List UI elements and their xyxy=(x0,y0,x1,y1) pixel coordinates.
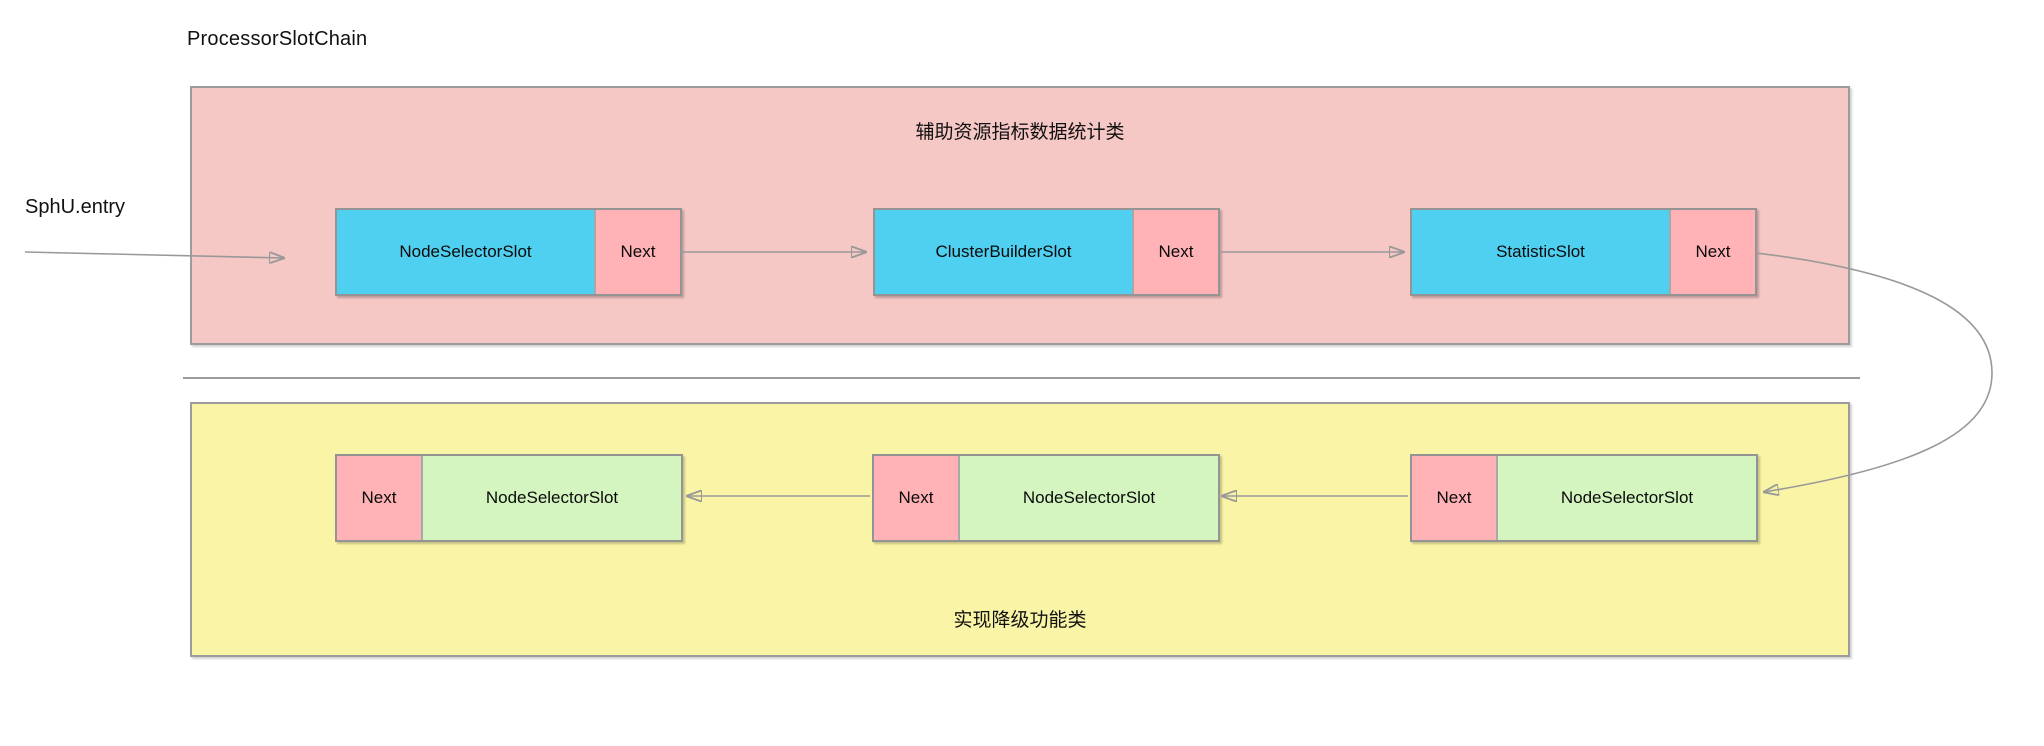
slot-label: NodeSelectorSlot xyxy=(399,242,532,261)
slot-body: NodeSelectorSlot xyxy=(960,456,1218,540)
region-statistics-label: 辅助资源指标数据统计类 xyxy=(915,122,1125,143)
slot-label: NodeSelectorSlot xyxy=(1560,488,1694,507)
slot-next-pointer: Next xyxy=(1132,210,1218,294)
slot-statistic: StatisticSlot Next xyxy=(1410,208,1757,296)
slot-node-selector-top: NodeSelectorSlot Next xyxy=(335,208,682,296)
entry-label: SphU.entry xyxy=(25,196,126,218)
slot-label: StatisticSlot xyxy=(1496,242,1585,261)
slot-body: StatisticSlot xyxy=(1412,210,1669,294)
next-label: Next xyxy=(620,242,656,261)
slot-degrade-1: Next NodeSelectorSlot xyxy=(335,454,683,542)
region-divider xyxy=(183,377,1860,379)
next-label: Next xyxy=(1436,488,1472,507)
slot-next-pointer: Next xyxy=(594,210,680,294)
slot-next-pointer: Next xyxy=(1412,456,1498,540)
slot-body: ClusterBuilderSlot xyxy=(875,210,1132,294)
slot-body: NodeSelectorSlot xyxy=(423,456,681,540)
next-label: Next xyxy=(1695,242,1731,261)
next-label: Next xyxy=(898,488,934,507)
region-degrade-label: 实现降级功能类 xyxy=(953,610,1087,631)
slot-cluster-builder: ClusterBuilderSlot Next xyxy=(873,208,1220,296)
next-label: Next xyxy=(1158,242,1194,261)
slot-label: ClusterBuilderSlot xyxy=(935,242,1072,261)
slot-degrade-2: Next NodeSelectorSlot xyxy=(872,454,1220,542)
slot-degrade-3: Next NodeSelectorSlot xyxy=(1410,454,1758,542)
diagram-title: ProcessorSlotChain xyxy=(187,28,368,50)
slot-body: NodeSelectorSlot xyxy=(1498,456,1756,540)
slot-next-pointer: Next xyxy=(1669,210,1755,294)
slot-label: NodeSelectorSlot xyxy=(1022,488,1156,507)
slot-label: NodeSelectorSlot xyxy=(485,488,619,507)
slot-next-pointer: Next xyxy=(337,456,423,540)
next-label: Next xyxy=(361,488,397,507)
slot-body: NodeSelectorSlot xyxy=(337,210,594,294)
slot-next-pointer: Next xyxy=(874,456,960,540)
